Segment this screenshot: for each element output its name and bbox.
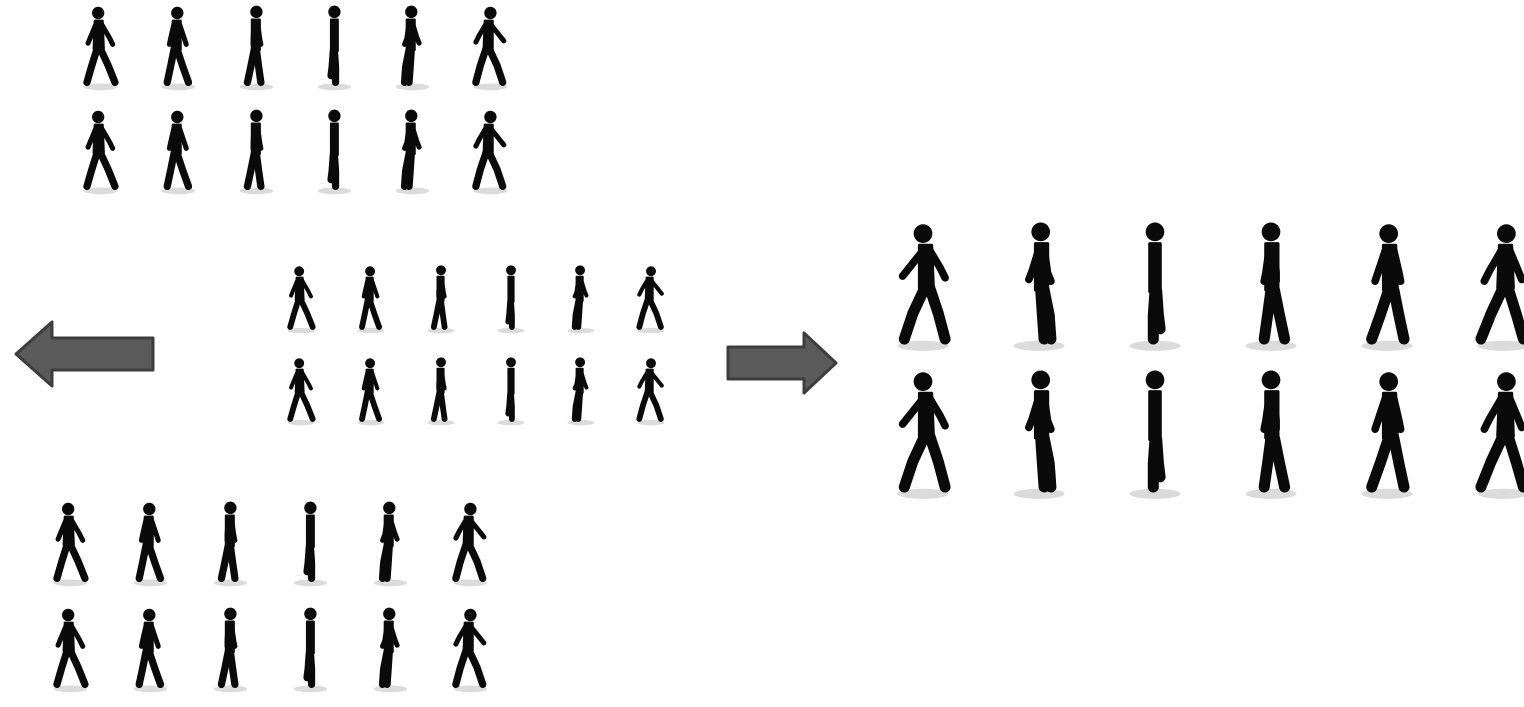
right-sequence-figure-r1-f3 (1129, 222, 1181, 351)
center-sequence-figure-r1-f1 (287, 266, 316, 334)
walk-cycle-right (885, 220, 1524, 510)
center-sequence-figure-r1-f4 (497, 265, 525, 334)
right-sequence-figure-r2-f5 (1361, 372, 1413, 499)
center-sequence-figure-r1-f6 (636, 266, 665, 334)
center-sequence-figure-r2-f2 (357, 358, 385, 426)
bottom-left-sequence-figure-r1-f6 (452, 502, 488, 587)
top-left-sequence-figure-r1-f2 (161, 6, 196, 91)
right-sequence-figure-r2-f6 (1475, 372, 1524, 499)
right-sequence-figure-r2-f4 (1245, 370, 1297, 499)
center-sequence-figure-r1-f3 (427, 265, 455, 334)
center-sequence-figure-r1-f5 (567, 265, 595, 334)
right-sequence-figure-r2-f2 (1013, 370, 1065, 499)
walk-cycle-center (275, 262, 685, 442)
top-left-sequence-figure-r2-f2 (161, 110, 196, 195)
left-arrow-icon (12, 318, 157, 390)
top-left-sequence-figure-r1-f3 (239, 5, 274, 91)
center-sequence-figure-r2-f4 (497, 357, 525, 426)
bottom-left-sequence-figure-r1-f4 (293, 501, 328, 587)
center-sequence-figure-r2-f1 (287, 358, 316, 426)
bottom-left-sequence-figure-r2-f4 (293, 607, 328, 693)
right-sequence-figure-r1-f6 (1475, 224, 1524, 351)
top-left-sequence-figure-r1-f4 (317, 5, 352, 91)
top-left-sequence-figure-r2-f4 (317, 109, 352, 195)
right-sequence-figure-r2-f1 (897, 372, 951, 499)
top-left-sequence-figure-r1-f5 (395, 5, 430, 91)
bottom-left-sequence-figure-r2-f6 (452, 608, 488, 693)
center-sequence-figure-r2-f5 (567, 357, 595, 426)
top-left-sequence-figure-r2-f5 (395, 109, 430, 195)
right-sequence-figure-r1-f2 (1013, 222, 1065, 351)
right-sequence-figure-r1-f4 (1245, 222, 1297, 351)
top-left-sequence-figure-r1-f6 (472, 6, 508, 91)
center-sequence-figure-r2-f3 (427, 357, 455, 426)
walk-cycle-bottom-left (40, 498, 520, 703)
bottom-left-sequence-figure-r2-f1 (53, 608, 89, 693)
right-sequence-figure-r2-f3 (1129, 370, 1181, 499)
bottom-left-sequence-figure-r2-f5 (373, 607, 408, 693)
top-left-sequence-figure-r2-f6 (472, 110, 508, 195)
top-left-sequence-figure-r2-f1 (83, 110, 119, 195)
center-sequence-figure-r2-f6 (636, 358, 665, 426)
bottom-left-sequence-figure-r1-f1 (53, 502, 89, 587)
bottom-left-sequence-figure-r1-f3 (213, 501, 248, 587)
right-arrow-icon (724, 330, 840, 396)
bottom-left-sequence-figure-r1-f2 (133, 502, 168, 587)
right-sequence-figure-r1-f1 (897, 224, 951, 351)
top-left-sequence-figure-r2-f3 (239, 109, 274, 195)
walk-cycle-top-left (70, 4, 540, 209)
bottom-left-sequence-figure-r2-f3 (213, 607, 248, 693)
center-sequence-figure-r1-f2 (357, 266, 385, 334)
right-sequence-figure-r1-f5 (1361, 224, 1413, 351)
bottom-left-sequence-figure-r1-f5 (373, 501, 408, 587)
top-left-sequence-figure-r1-f1 (83, 6, 119, 91)
bottom-left-sequence-figure-r2-f2 (133, 608, 168, 693)
